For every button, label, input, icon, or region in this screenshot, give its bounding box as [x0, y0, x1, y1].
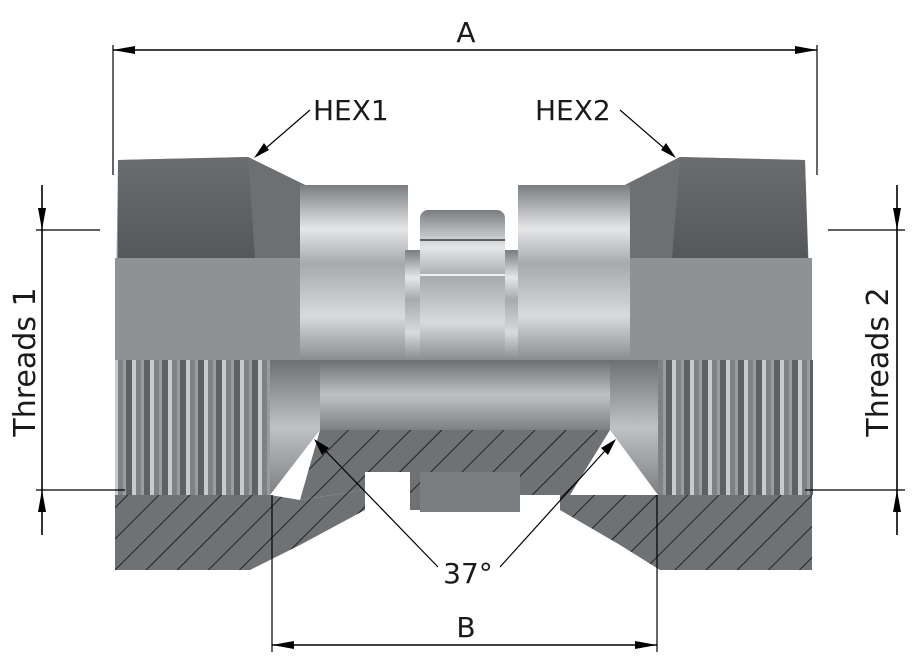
hex2-label: HEX2 [535, 94, 611, 127]
center-section [300, 360, 610, 512]
angle-leaders [314, 439, 616, 568]
left-hex-nut [115, 157, 408, 360]
hex2-leader [619, 109, 676, 158]
hex1-leader [254, 109, 311, 158]
hex1-label: HEX1 [313, 94, 389, 127]
threads2-label: Threads 2 [861, 287, 896, 437]
threads1-label: Threads 1 [8, 287, 43, 437]
right-hex-nut [518, 157, 812, 360]
dimension-b-label: B [456, 611, 475, 644]
dimension-a [112, 45, 818, 175]
right-section [520, 360, 813, 570]
left-section [115, 360, 365, 570]
threads2-dimension [805, 185, 905, 535]
angle-label: 37° [443, 557, 493, 590]
threads1-dimension [36, 185, 125, 535]
dimension-a-label: A [456, 16, 475, 49]
dimension-b [271, 495, 658, 652]
center-hex-body [405, 210, 520, 360]
